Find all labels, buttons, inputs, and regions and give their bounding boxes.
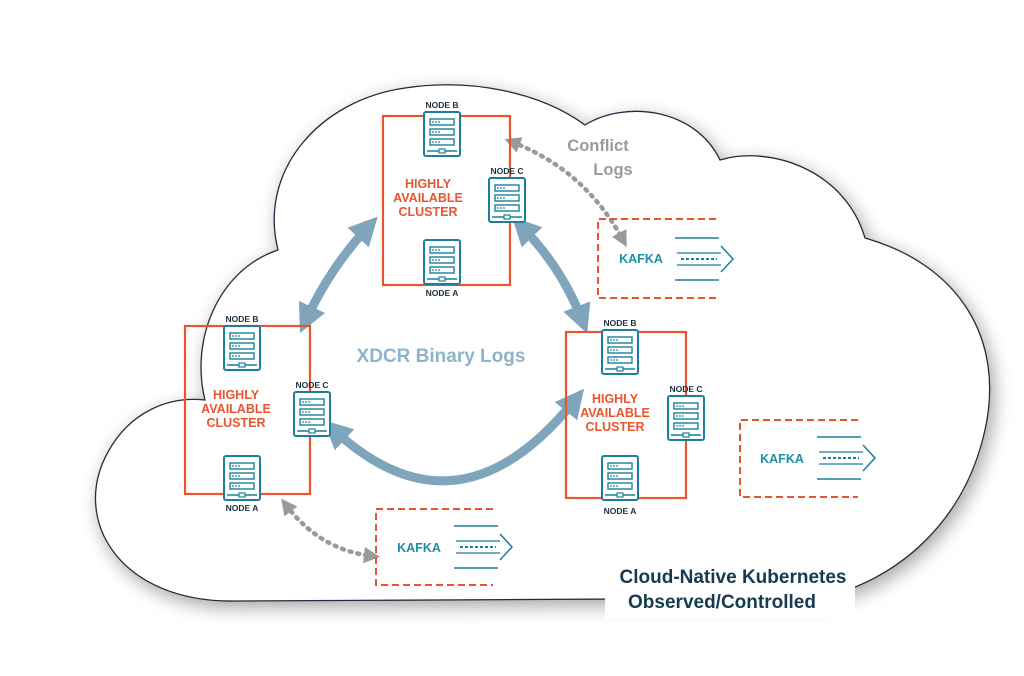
server-rack-icon	[423, 111, 461, 157]
node-c-label: NODE C	[490, 166, 523, 176]
node-a-label: NODE A	[426, 288, 459, 298]
xdcr-arrow-bottom	[323, 388, 585, 486]
cluster-label-line: AVAILABLE	[580, 406, 650, 420]
cluster-label-line: CLUSTER	[398, 205, 457, 219]
kafka-label: KAFKA	[619, 252, 663, 266]
server-rack-icon	[223, 455, 261, 501]
kafka-stream-icon	[817, 436, 877, 480]
kafka-label: KAFKA	[397, 541, 441, 555]
cluster-label-line: AVAILABLE	[201, 402, 271, 416]
cluster-label-line: HIGHLY	[213, 388, 260, 402]
node-b-label: NODE B	[425, 100, 458, 110]
server-rack-icon	[293, 391, 331, 437]
kafka-stream-icon	[454, 525, 514, 569]
footer-label-line1: Cloud-Native Kubernetes	[620, 567, 847, 588]
footer-backdrop	[605, 564, 855, 618]
cluster-label-line: CLUSTER	[585, 420, 644, 434]
conflict-arrow-top	[504, 137, 627, 248]
server-rack-icon	[601, 329, 639, 375]
server-rack-icon	[601, 455, 639, 501]
cluster-label-line: CLUSTER	[206, 416, 265, 430]
node-c-label: NODE C	[295, 380, 328, 390]
node-a-label: NODE A	[604, 506, 637, 516]
conflict-arrow-bottom	[281, 498, 381, 564]
kafka-box-right: KAFKA	[739, 419, 877, 498]
conflict-logs-label: Conflict	[567, 137, 629, 155]
conflict-logs-label: Logs	[593, 161, 632, 179]
kafka-box-top: KAFKA	[597, 218, 735, 299]
server-rack-icon	[488, 177, 526, 223]
cluster-label-line: HIGHLY	[405, 177, 452, 191]
kafka-stream-icon	[675, 237, 735, 281]
node-c-label: NODE C	[669, 384, 702, 394]
xdcr-arrow-top-left	[298, 216, 378, 334]
server-rack-icon	[423, 239, 461, 285]
node-b-label: NODE B	[225, 314, 258, 324]
node-b-label: NODE B	[603, 318, 636, 328]
cluster-label-line: AVAILABLE	[393, 191, 463, 205]
xdcr-label: XDCR Binary Logs	[357, 346, 526, 367]
kafka-box-bottom: KAFKA	[375, 508, 514, 586]
footer-label-line2: Observed/Controlled	[628, 592, 816, 613]
node-a-label: NODE A	[226, 503, 259, 513]
server-rack-icon	[667, 395, 705, 441]
cluster-label-line: HIGHLY	[592, 392, 639, 406]
server-rack-icon	[223, 325, 261, 371]
kafka-label: KAFKA	[760, 452, 804, 466]
cloud-shape	[94, 84, 991, 602]
